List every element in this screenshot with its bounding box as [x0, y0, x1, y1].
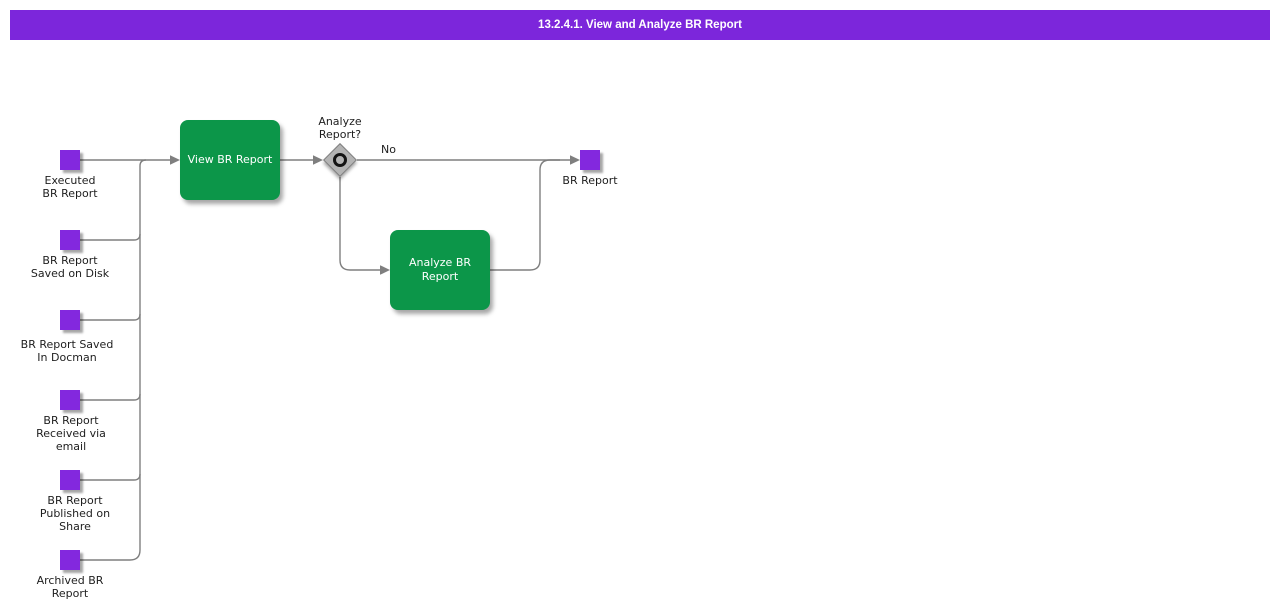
edge-received-via-email: [80, 393, 141, 401]
end-event-br-report[interactable]: [580, 150, 600, 170]
start-event-executed-br-report[interactable]: [60, 150, 80, 170]
start-event-label-archived-br-report: Archived BR Report: [36, 574, 104, 600]
start-event-label-executed-br-report: Executed BR Report: [42, 174, 98, 200]
start-event-label-br-report-received-via-email: BR Report Received via email: [36, 414, 106, 453]
start-event-label-br-report-published-on-share: BR Report Published on Share: [39, 494, 111, 533]
arrowhead-into-view: [170, 155, 180, 165]
edge-published-on-share: [80, 473, 141, 481]
start-event-br-report-published-on-share[interactable]: [60, 470, 80, 490]
page-title: 13.2.4.1. View and Analyze BR Report: [10, 10, 1270, 40]
task-label-view-br-report: View BR Report: [187, 153, 273, 166]
start-event-label-br-report-saved-in-docman: BR Report Saved In Docman: [20, 338, 114, 364]
start-event-br-report-saved-on-disk[interactable]: [60, 230, 80, 250]
edge-gateway-to-analyze: [339, 177, 380, 271]
arrowhead-into-gateway: [313, 155, 323, 165]
arrowhead-into-analyze: [380, 265, 390, 275]
task-view-br-report[interactable]: View BR Report: [180, 120, 280, 200]
edge-saved-on-disk: [80, 233, 141, 241]
start-event-br-report-saved-in-docman[interactable]: [60, 310, 80, 330]
edge-saved-in-docman: [80, 313, 141, 321]
edge-label-no: No: [381, 143, 396, 156]
start-event-label-br-report-saved-on-disk: BR Report Saved on Disk: [30, 254, 110, 280]
start-event-br-report-received-via-email[interactable]: [60, 390, 80, 410]
gateway-label: Analyze Report?: [318, 115, 362, 141]
start-event-archived-br-report[interactable]: [60, 550, 80, 570]
end-event-label-br-report: BR Report: [562, 174, 618, 187]
gateway-circle-icon: [333, 153, 347, 167]
task-analyze-br-report[interactable]: Analyze BR Report: [390, 230, 490, 310]
task-label-analyze-br-report: Analyze BR Report: [408, 256, 472, 283]
arrowhead-into-end-event: [570, 155, 580, 165]
